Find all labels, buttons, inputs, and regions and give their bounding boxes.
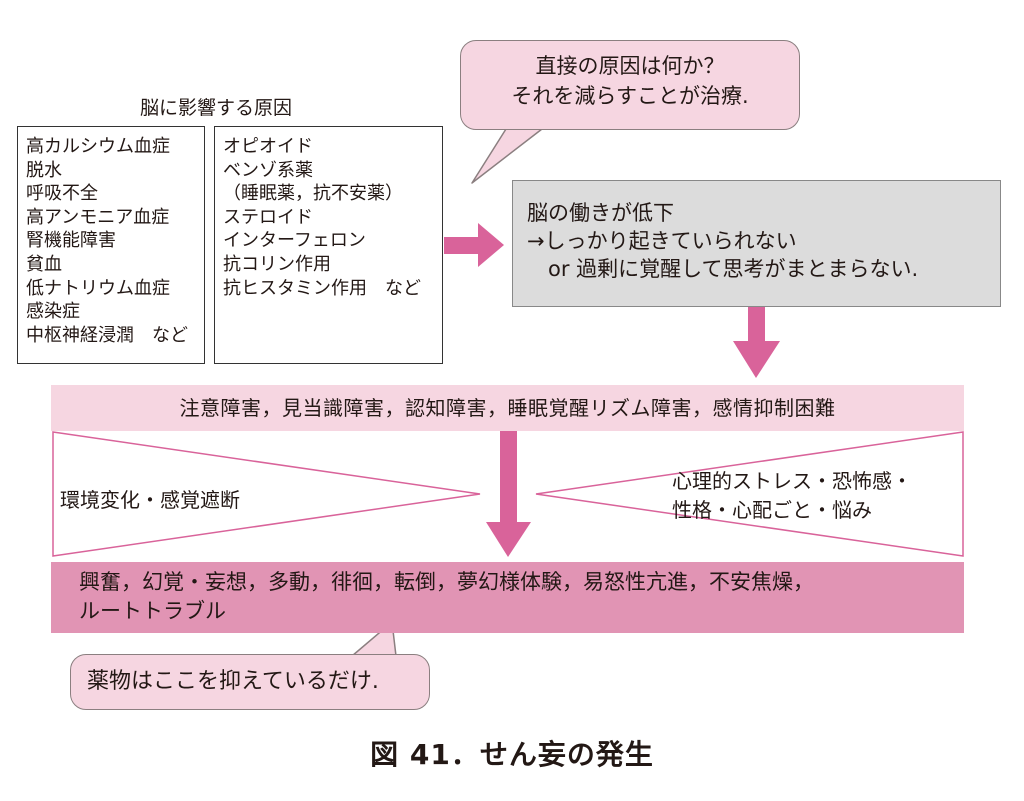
drug-cause-item: （睡眠薬，抗不安薬） [223,183,403,205]
callout-top-line2: それを減らすことが治療. [511,84,749,108]
psychological-factors-label: 心理的ストレス・恐怖感・ 性格・心配ごと・悩み [672,467,912,525]
callout-top: 直接の原因は何か？ それを減らすことが治療. [460,40,800,130]
psychology-triangle [535,431,964,557]
arrow-right-icon [444,223,504,267]
callout-top-line1: 直接の原因は何か？ [535,54,725,78]
figure-caption: 図 41．せん妄の発生 [370,738,654,771]
core-symptoms-band: 注意障害，見当識障害，認知障害，睡眠覚醒リズム障害，感情抑制困難 [51,385,964,431]
medical-cause-item: 高アンモニア血症 [26,206,170,228]
drug-cause-item: ステロイド [223,206,313,228]
environment-triangle [52,431,481,557]
arrow-down-icon [733,307,780,378]
psychological-factors-line1: 心理的ストレス・恐怖感・ [672,469,912,493]
medical-cause-item: 高カルシウム血症 [26,136,170,157]
visible-symptoms-line2: ルートトラブル [79,599,226,623]
visible-symptoms-band: 興奮，幻覚・妄想，多動，徘徊，転倒，夢幻様体験，易怒性亢進，不安焦燥， ルートト… [51,562,964,633]
medical-cause-item: 貧血 [26,253,62,275]
medical-cause-item: 中枢神経浸潤 など [26,324,188,346]
drug-causes-box: オピオイドベンゾ系薬（睡眠薬，抗不安薬）ステロイドインターフェロン抗コリン作用抗… [214,126,443,364]
drug-cause-item: ベンゾ系薬 [223,159,313,181]
brain-function-line3: or 過剰に覚醒して思考がまとまらない. [527,257,919,281]
callout-bottom: 薬物はここを抑えているだけ. [70,654,430,710]
drug-cause-item: インターフェロン [223,230,366,252]
medical-causes-box: 高カルシウム血症脱水呼吸不全高アンモニア血症腎機能障害貧血低ナトリウム血症感染症… [17,126,205,364]
visible-symptoms-line1: 興奮，幻覚・妄想，多動，徘徊，転倒，夢幻様体験，易怒性亢進，不安焦燥， [79,570,814,594]
brain-function-line1: 脳の働きが低下 [527,201,674,225]
brain-function-box: 脳の働きが低下 →しっかり起きていられない or 過剰に覚醒して思考がまとまらな… [512,180,1001,307]
medical-cause-item: 呼吸不全 [26,183,98,205]
psychological-factors-line2: 性格・心配ごと・悩み [672,498,872,522]
brain-causes-heading: 脳に影響する原因 [140,97,293,119]
callout-top-tail [471,128,543,184]
medical-cause-item: 低ナトリウム血症 [26,277,170,299]
drug-cause-item: オピオイド [223,136,313,157]
medical-cause-item: 感染症 [26,301,80,323]
brain-function-line2: →しっかり起きていられない [527,229,797,253]
drug-cause-item: 抗コリン作用 [223,253,331,275]
medical-cause-item: 腎機能障害 [26,230,116,252]
medical-cause-item: 脱水 [26,159,62,181]
arrow-down-center-icon [486,431,531,557]
drug-cause-item: 抗ヒスタミン作用 など [223,277,421,299]
environment-factors-label: 環境変化・感覚遮断 [60,488,240,512]
